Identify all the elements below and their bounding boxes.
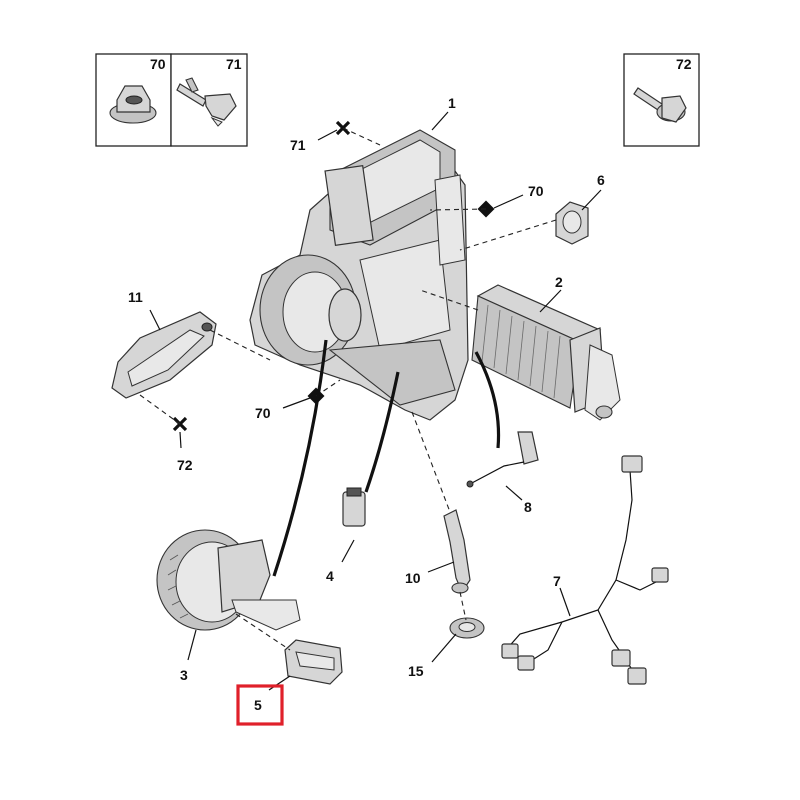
callout-7: 7 — [553, 573, 561, 589]
stud-bolt-icon — [176, 77, 237, 127]
hvac-housing-part-1[interactable] — [249, 129, 469, 421]
callout-15: 15 — [408, 663, 424, 679]
fastener-legend-group: 70 71 72 — [95, 53, 700, 147]
legend-label-71: 71 — [226, 56, 242, 72]
highlighted-callout-5[interactable]: 5 — [236, 684, 284, 726]
assembly-thick-lines — [272, 339, 501, 577]
highlight-frame — [236, 684, 284, 726]
blower-fan-blades — [167, 554, 189, 619]
leader-lines — [149, 111, 602, 691]
callout-72: 72 — [177, 457, 193, 473]
flange-nut-icon — [109, 85, 157, 124]
wiring-harness-part-7[interactable] — [501, 455, 669, 685]
flange-bolt-icon — [633, 87, 687, 123]
heater-core-part-2[interactable] — [471, 284, 621, 421]
callout-2: 2 — [555, 274, 563, 290]
legend-label-70: 70 — [150, 56, 166, 72]
callout-labels: 1 2 3 4 6 7 8 10 11 15 70 70 71 72 — [128, 95, 605, 683]
actuator-motor-part-6[interactable] — [555, 201, 589, 245]
callout-8: 8 — [524, 499, 532, 515]
callout-71: 71 — [290, 137, 306, 153]
callout-70-lower: 70 — [255, 405, 271, 421]
heater-core-fins — [481, 304, 561, 399]
blower-resistor-part-5[interactable] — [284, 639, 343, 685]
callout-11: 11 — [128, 289, 143, 305]
callout-10: 10 — [405, 570, 421, 586]
drain-tube-part-10[interactable] — [443, 509, 471, 594]
callout-1: 1 — [448, 95, 456, 111]
callout-6: 6 — [597, 172, 605, 188]
callout-4: 4 — [326, 568, 334, 584]
callout-70-upper: 70 — [528, 183, 544, 199]
assembly-dash-lines — [139, 127, 557, 651]
blower-motor-part-3[interactable] — [156, 529, 301, 631]
sensor-probe-part-8[interactable] — [466, 431, 539, 488]
callout-5: 5 — [254, 697, 262, 713]
legend-label-72: 72 — [676, 56, 692, 72]
grommet-part-15[interactable] — [449, 617, 485, 639]
callout-3: 3 — [180, 667, 188, 683]
temperature-sensor-part-4[interactable] — [342, 487, 366, 527]
bracket-part-11[interactable] — [111, 311, 217, 399]
